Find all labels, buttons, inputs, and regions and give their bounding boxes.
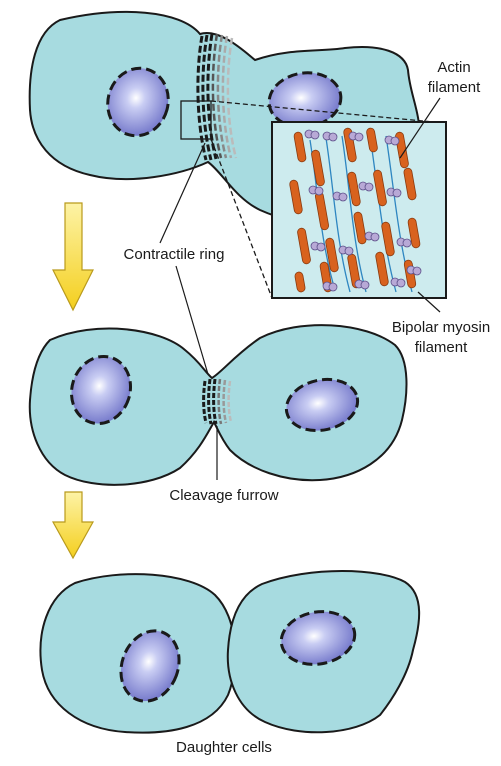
actin-leader-line: [399, 97, 441, 159]
myosin-head: [314, 186, 324, 196]
myosin-head: [354, 132, 364, 142]
myosin-tail: [325, 137, 351, 293]
actin-label-line-2: filament: [428, 79, 481, 96]
myosin-head: [316, 242, 326, 252]
contractile-ring-label: Contractile ring: [124, 246, 225, 263]
contractile-leader-bottom: [175, 265, 211, 382]
actin-rod: [381, 221, 395, 257]
actin-rod: [347, 171, 361, 207]
myosin-head: [364, 182, 374, 192]
myosin-head: [360, 280, 370, 290]
actin-rod: [311, 149, 325, 187]
myosin-head: [392, 188, 402, 198]
actin-filament-label: Actin filament: [399, 59, 481, 159]
daughter-right-nucleus: [279, 610, 357, 666]
actin-rod: [325, 237, 339, 273]
myosin-head: [310, 130, 320, 140]
cleavage-furrow-label: Cleavage furrow: [169, 487, 278, 504]
myosin-leader-line: [417, 291, 441, 313]
actin-rod: [373, 169, 387, 207]
myosin-label-line-1: Bipolar myosin: [392, 319, 490, 336]
actin-rod: [366, 127, 378, 153]
down-arrow-1: [52, 202, 94, 312]
actin-label-line-1: Actin: [437, 59, 470, 76]
zoom-source-box: [180, 100, 212, 140]
stage-1-nucleus-left: [106, 66, 170, 138]
daughter-cells-label: Daughter cells: [176, 739, 272, 756]
myosin-head: [328, 132, 338, 142]
actin-rod: [289, 179, 303, 215]
down-arrow-2: [51, 491, 95, 560]
daughter-cell-left: [39, 573, 237, 734]
myosin-head: [338, 192, 348, 202]
daughter-left-nucleus: [119, 629, 181, 703]
actin-rod: [293, 131, 307, 163]
inset-filaments: [289, 127, 422, 293]
daughter-cell-right: [226, 570, 421, 734]
contractile-ring-label-group: Contractile ring: [124, 142, 225, 382]
stage-2-nucleus-right: [284, 377, 360, 433]
contractile-leader-top: [159, 142, 206, 244]
actin-rod: [407, 217, 421, 249]
myosin-head: [370, 232, 380, 242]
stage-2-cell: [28, 324, 408, 486]
myosin-head: [390, 136, 400, 146]
myosin-tail: [369, 135, 397, 293]
bipolar-myosin-label: Bipolar myosin filament: [392, 291, 490, 356]
myosin-tail: [341, 135, 367, 293]
myosin-head: [412, 266, 422, 276]
actin-rod: [375, 251, 389, 287]
myosin-head: [402, 238, 412, 248]
myosin-head: [328, 282, 338, 292]
stage-2-nucleus-left: [69, 354, 133, 426]
actin-rod: [297, 227, 311, 265]
myosin-head: [344, 246, 354, 256]
stage-2-contractile-ring: [202, 378, 233, 425]
actin-rod: [403, 167, 417, 201]
actin-rod: [353, 211, 367, 245]
inset-magnified-ring: [271, 121, 447, 299]
zoom-connectors: [210, 100, 435, 299]
myosin-label-line-2: filament: [415, 339, 468, 356]
actin-rod: [294, 271, 306, 293]
actin-rod: [343, 127, 357, 163]
myosin-head: [396, 278, 406, 288]
